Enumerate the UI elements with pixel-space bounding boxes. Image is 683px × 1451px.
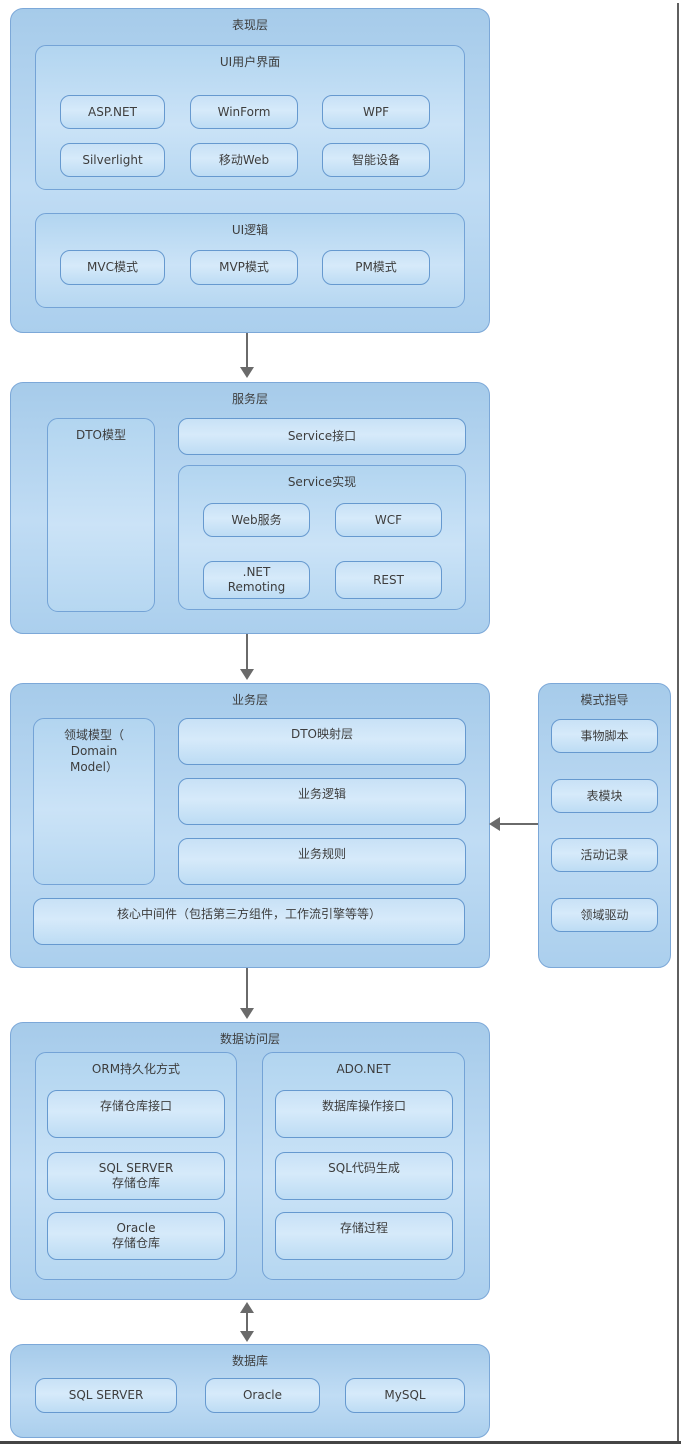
- node-net-remoting: .NET Remoting: [203, 561, 310, 599]
- layer-data-access-title: 数据访问层: [219, 1032, 280, 1046]
- node-transaction-script: 事物脚本: [551, 719, 658, 753]
- arrow-pattern-to-business-head-icon: [489, 817, 500, 831]
- node-winform: WinForm: [190, 95, 298, 129]
- node-business-logic: 业务逻辑: [178, 778, 466, 825]
- node-rest: REST: [335, 561, 442, 599]
- node-mvp: MVP模式: [190, 250, 298, 285]
- node-pm: PM模式: [322, 250, 430, 285]
- node-mobile-web: 移动Web: [190, 143, 298, 177]
- group-ui-interface-title: UI用户界面: [219, 55, 281, 69]
- node-service-interface: Service接口: [178, 418, 466, 455]
- arrow-service-to-business-head-icon: [240, 669, 254, 680]
- arrow-presentation-to-service: [246, 333, 248, 368]
- node-oracle: Oracle: [205, 1378, 320, 1413]
- node-table-module: 表模块: [551, 779, 658, 813]
- node-dto-mapping: DTO映射层: [178, 718, 466, 765]
- layer-service-title: 服务层: [231, 392, 268, 406]
- node-domain-driven: 领域驱动: [551, 898, 658, 932]
- arrow-service-to-business: [246, 634, 248, 670]
- node-db-operation-interface: 数据库操作接口: [275, 1090, 453, 1138]
- node-sqlserver: SQL SERVER: [35, 1378, 177, 1413]
- node-dto-model: DTO模型: [47, 418, 155, 612]
- node-core-middleware: 核心中间件（包括第三方组件，工作流引擎等等）: [33, 898, 465, 945]
- node-repository-interface: 存储仓库接口: [47, 1090, 225, 1138]
- node-smart-device: 智能设备: [322, 143, 430, 177]
- node-mysql: MySQL: [345, 1378, 465, 1413]
- node-domain-model: 领域模型（ Domain Model）: [33, 718, 155, 885]
- frame-right-edge: [677, 3, 679, 1444]
- frame-bottom-edge: [0, 1441, 681, 1444]
- arrow-pattern-to-business: [499, 823, 538, 825]
- node-web-service: Web服务: [203, 503, 310, 537]
- node-stored-procedure: 存储过程: [275, 1212, 453, 1260]
- node-domain-model-label: 领域模型（ Domain Model）: [63, 728, 124, 775]
- arrow-dal-database: [246, 1311, 248, 1332]
- node-aspnet: ASP.NET: [60, 95, 165, 129]
- group-orm-title: ORM持久化方式: [91, 1062, 181, 1076]
- node-silverlight: Silverlight: [60, 143, 165, 177]
- layer-business-title: 业务层: [231, 693, 268, 707]
- layer-database-title: 数据库: [231, 1354, 268, 1368]
- node-wpf: WPF: [322, 95, 430, 129]
- node-wcf: WCF: [335, 503, 442, 537]
- group-ui-logic-title: UI逻辑: [231, 223, 269, 237]
- arrow-dal-database-down-head-icon: [240, 1331, 254, 1342]
- arrow-presentation-to-service-head-icon: [240, 367, 254, 378]
- group-ado-net-title: ADO.NET: [336, 1062, 391, 1076]
- node-sqlserver-repository: SQL SERVER 存储仓库: [47, 1152, 225, 1200]
- node-oracle-repository: Oracle 存储仓库: [47, 1212, 225, 1260]
- arrow-business-to-dal-head-icon: [240, 1008, 254, 1019]
- group-service-impl-title: Service实现: [287, 475, 357, 489]
- layer-presentation-title: 表现层: [231, 18, 268, 32]
- panel-pattern-guide-title: 模式指导: [580, 693, 629, 707]
- arrow-dal-database-up-head-icon: [240, 1302, 254, 1313]
- arrow-business-to-dal: [246, 968, 248, 1009]
- node-sql-code-gen: SQL代码生成: [275, 1152, 453, 1200]
- node-mvc: MVC模式: [60, 250, 165, 285]
- node-business-rules: 业务规则: [178, 838, 466, 885]
- node-dto-model-label: DTO模型: [75, 428, 127, 442]
- node-active-record: 活动记录: [551, 838, 658, 872]
